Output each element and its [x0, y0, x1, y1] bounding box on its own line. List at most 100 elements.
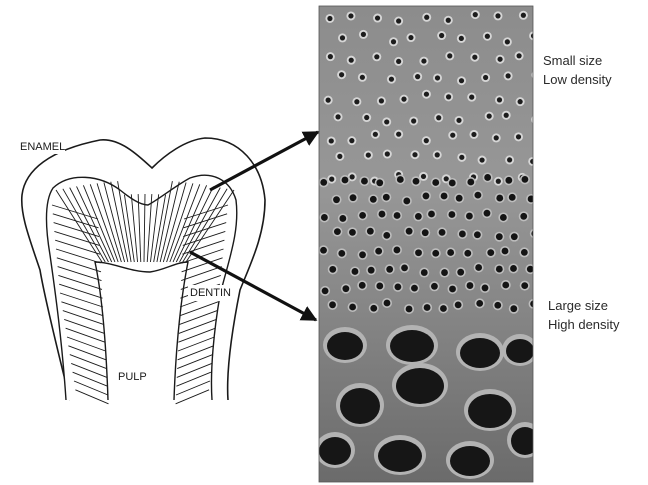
tubule-opening [340, 35, 345, 40]
tubule-opening [428, 211, 435, 218]
tubule-opening [359, 251, 366, 258]
tubule-rim [529, 299, 539, 309]
tubule-opening [352, 268, 359, 275]
tubule-opening [339, 72, 344, 77]
tubule-opening [496, 233, 503, 240]
annotation-small-size: Small size [543, 51, 612, 70]
tubule-opening [455, 301, 462, 308]
tubule-opening [359, 212, 366, 219]
tubule-opening [384, 300, 391, 307]
annotation-high-density: High density [548, 315, 620, 334]
tubule-opening [435, 152, 440, 157]
tubule-opening [456, 195, 463, 202]
pore-opening [450, 446, 490, 476]
tubule-opening [408, 35, 413, 40]
tubule-opening [322, 287, 329, 294]
tubule-opening [476, 300, 483, 307]
label-dentin: DENTIN [188, 285, 233, 301]
tubule-opening [467, 282, 474, 289]
tubule-opening [456, 118, 461, 123]
tubule-opening [396, 59, 401, 64]
tubule-opening [349, 138, 354, 143]
tubule-opening [411, 285, 418, 292]
tubule-opening [394, 283, 401, 290]
tubule-opening [464, 250, 471, 257]
tubule-opening [421, 174, 426, 179]
tubule-opening [530, 300, 537, 307]
tubule-opening [471, 132, 476, 137]
tubule-opening [494, 302, 501, 309]
tubule-opening [518, 99, 523, 104]
tubule-opening [475, 264, 482, 271]
tubule-opening [376, 179, 383, 186]
tubule-opening [510, 265, 517, 272]
tubule-opening [422, 229, 429, 236]
tubule-opening [432, 179, 439, 186]
tubule-rim [530, 228, 540, 238]
tubule-opening [431, 283, 438, 290]
tubule-opening [359, 282, 366, 289]
tubule-opening [375, 15, 380, 20]
tubule-opening [424, 304, 431, 311]
annotation-low-density: Low density [543, 70, 612, 89]
tubule-opening [510, 305, 517, 312]
tubule-opening [329, 138, 334, 143]
tubule-opening [368, 267, 375, 274]
tubule-opening [349, 304, 356, 311]
pore-opening [460, 338, 500, 368]
tubule-opening [389, 77, 394, 82]
tubule-opening [415, 74, 420, 79]
tubule-opening [521, 13, 526, 18]
tubule-opening [406, 306, 413, 313]
tubule-opening [424, 92, 429, 97]
tubule-opening [447, 249, 454, 256]
tubule-opening [366, 152, 371, 157]
tubule-opening [459, 155, 464, 160]
tubule-opening [505, 177, 512, 184]
tubule-opening [396, 18, 401, 23]
annotation-large-size: Large size [548, 296, 620, 315]
tubule-opening [348, 13, 353, 18]
sem-micrograph [315, 6, 543, 482]
tubule-opening [415, 213, 422, 220]
tubule-opening [439, 33, 444, 38]
tubule-opening [321, 214, 328, 221]
tubule-opening [329, 177, 334, 182]
tubule-opening [326, 98, 331, 103]
tubule-opening [361, 32, 366, 37]
tubule-opening [421, 269, 428, 276]
tubule-opening [533, 72, 538, 77]
tubule-opening [502, 282, 509, 289]
tubule-opening [505, 39, 510, 44]
pore-opening [390, 330, 434, 362]
tubule-opening [396, 132, 401, 137]
tubule-opening [521, 282, 528, 289]
tubule-opening [521, 249, 528, 256]
tubule-opening [482, 285, 489, 292]
tubule-opening [474, 231, 481, 238]
tubule-opening [385, 151, 390, 156]
tubule-opening [483, 75, 488, 80]
tubule-opening [328, 54, 333, 59]
tubule-opening [507, 157, 512, 162]
tubule-opening [459, 36, 464, 41]
tubule-opening [406, 228, 413, 235]
tubule-opening [467, 179, 474, 186]
tubule-opening [487, 114, 492, 119]
tubule-opening [411, 118, 416, 123]
tubule-opening [375, 248, 382, 255]
tubule-opening [394, 247, 401, 254]
pore-opening [327, 332, 363, 360]
tubule-opening [473, 12, 478, 17]
label-enamel: ENAMEL [20, 140, 65, 154]
tubule-opening [334, 228, 341, 235]
tubule-opening [485, 34, 490, 39]
tubule-opening [496, 266, 503, 273]
tubule-opening [337, 154, 342, 159]
tubule-opening [373, 132, 378, 137]
tubule-opening [367, 228, 374, 235]
tubule-opening [360, 75, 365, 80]
tubule-opening [479, 157, 484, 162]
tubule-opening [415, 249, 422, 256]
tubule-opening [449, 286, 456, 293]
